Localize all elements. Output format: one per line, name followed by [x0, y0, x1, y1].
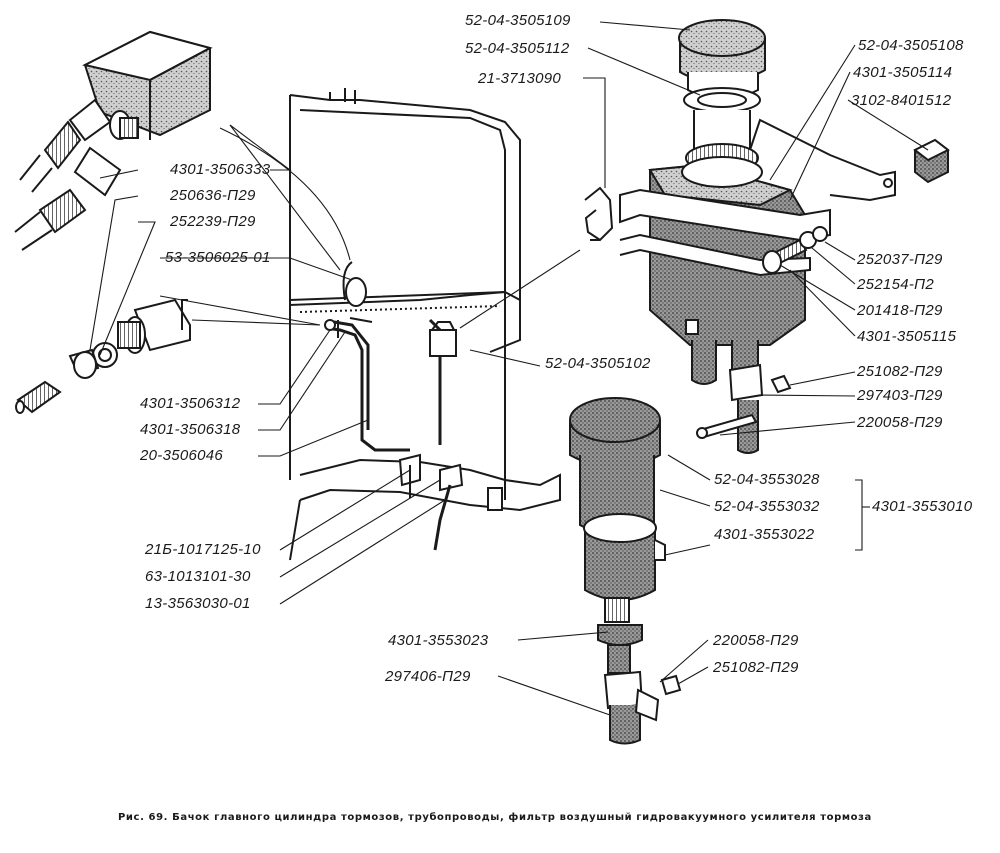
label-tank: 52-04-3505108 [858, 37, 964, 54]
label-clip-63: 63-1013101-30 [145, 568, 251, 585]
label-tube-3506312: 4301-3506312 [140, 395, 241, 412]
label-nut-252239: 252239-П29 [170, 213, 256, 230]
label-filter-nipple: 4301-3553023 [388, 632, 489, 649]
reservoir-assembly [619, 19, 896, 454]
label-bolt-201418: 201418-П29 [857, 302, 943, 319]
label-hose-13: 13-3563030-01 [145, 595, 251, 612]
label-bolt-220058-top: 220058-П29 [857, 414, 943, 431]
label-bolt-220058-bottom: 220058-П29 [713, 632, 799, 649]
label-cap-cover: 52-04-3505109 [465, 12, 571, 29]
label-tube-feed: 52-04-3505102 [545, 355, 651, 372]
label-clamp-297403: 297403-П29 [857, 387, 943, 404]
label-nut-251082-bottom: 251082-П29 [713, 659, 799, 676]
label-tank-bracket: 4301-3505114 [853, 64, 953, 81]
label-tube-3506046: 20-3506046 [140, 447, 224, 464]
figure-caption: Рис. 69. Бачок главного цилиндра тормозо… [118, 812, 872, 823]
leader-lines [89, 21, 929, 716]
label-cap-gasket: 52-04-3505112 [465, 40, 570, 57]
label-clamp-297406: 297406-П29 [385, 668, 471, 685]
label-washer-250636: 250636-П29 [170, 187, 256, 204]
label-nut-clip: 3102-8401512 [851, 92, 952, 109]
label-tee-fitting: 53-3506025-01 [165, 249, 271, 266]
label-washer-252037: 252037-П29 [857, 251, 943, 268]
pressure-switch [14, 30, 213, 251]
label-strap: 4301-3505115 [857, 328, 957, 345]
label-clip-21b: 21Б-1017125-10 [145, 541, 261, 558]
label-fitting-union: 4301-3506333 [170, 161, 271, 178]
label-filter-body: 4301-3553022 [714, 526, 815, 543]
switch-body [15, 298, 191, 414]
bracket-clip [584, 186, 614, 242]
label-washer-252154: 252154-П2 [857, 276, 934, 293]
label-clamp-bracket: 21-3713090 [478, 70, 562, 87]
label-filter-assembly: 4301-3553010 [872, 498, 973, 515]
label-tube-3506318: 4301-3506318 [140, 421, 241, 438]
label-nut-251082-top: 251082-П29 [857, 363, 943, 380]
nut-clip [913, 138, 950, 184]
air-filter-assembly [569, 397, 682, 745]
label-filter-element: 52-04-3553032 [714, 498, 820, 515]
label-filter-cover: 52-04-3553028 [714, 471, 820, 488]
brake-tubes [324, 261, 464, 551]
